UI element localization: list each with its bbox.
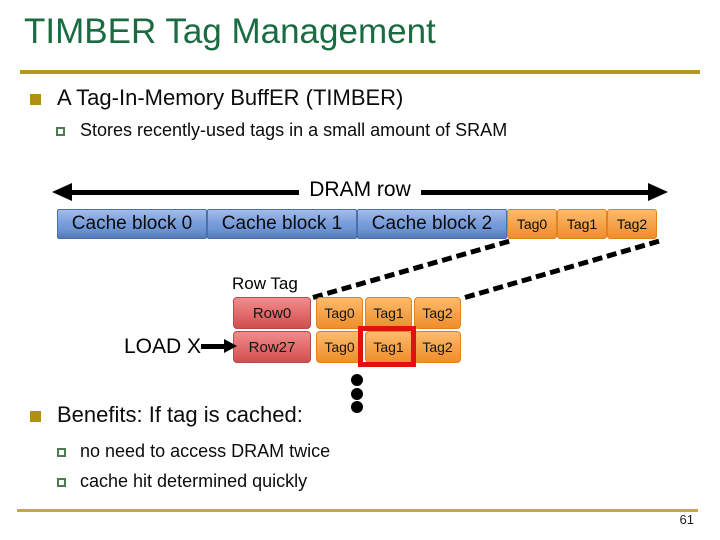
bullet-square-icon	[30, 411, 41, 422]
footer-divider	[17, 509, 698, 512]
bullet-text: A Tag-In-Memory BuffER (TIMBER)	[57, 85, 404, 110]
bullet-square-icon	[30, 94, 41, 105]
table-cell-r0-tag1: Tag1	[365, 297, 412, 329]
dram-tag-2: Tag2	[607, 209, 657, 239]
cache-block-1: Cache block 1	[207, 209, 357, 239]
table-cell-r0-tag0: Tag0	[316, 297, 363, 329]
ellipsis-dot-icon	[351, 388, 363, 400]
sub-bullet-square-icon	[56, 127, 65, 136]
table-cell-r1-tag2: Tag2	[414, 331, 461, 363]
dram-tag-0: Tag0	[507, 209, 557, 239]
load-x-label: LOAD X	[124, 335, 202, 358]
arrowhead-left-icon	[52, 183, 72, 201]
row-tag-label: Row Tag	[232, 274, 298, 293]
table-cell-r0-tag2: Tag2	[414, 297, 461, 329]
arrow-shaft	[420, 189, 649, 195]
sub-bullet-square-icon	[57, 448, 66, 457]
arrow-right-icon	[224, 339, 237, 353]
page-number: 61	[679, 512, 694, 527]
page-title: TIMBER Tag Management	[24, 12, 436, 51]
ellipsis-dot-icon	[351, 401, 363, 413]
sub-bullet-square-icon	[57, 478, 66, 487]
dram-row-blocks: Cache block 0 Cache block 1 Cache block …	[57, 209, 657, 239]
arrow-shaft	[201, 344, 224, 349]
ellipsis-dot-icon	[351, 374, 363, 386]
arrow-shaft	[72, 189, 300, 195]
table-cell-r1-tag1: Tag1	[365, 331, 412, 363]
arrowhead-right-icon	[648, 183, 669, 201]
sub-bullet-text: Stores recently-used tags in a small amo…	[80, 120, 508, 140]
title-divider	[20, 70, 700, 74]
cache-block-2: Cache block 2	[357, 209, 507, 239]
table-row-label-0: Row0	[233, 297, 311, 329]
table-row-label-1: Row27	[233, 331, 311, 363]
sub-bullet-text: cache hit determined quickly	[80, 471, 308, 491]
dram-row-arrow: DRAM row	[52, 177, 669, 207]
highlight-box	[358, 326, 416, 367]
dram-row-label: DRAM row	[309, 178, 411, 201]
cache-block-0: Cache block 0	[57, 209, 207, 239]
dram-tag-1: Tag1	[557, 209, 607, 239]
sub-bullet-text: no need to access DRAM twice	[80, 441, 331, 461]
bullet-text: Benefits: If tag is cached:	[57, 402, 303, 427]
table-cell-r1-tag0: Tag0	[316, 331, 363, 363]
